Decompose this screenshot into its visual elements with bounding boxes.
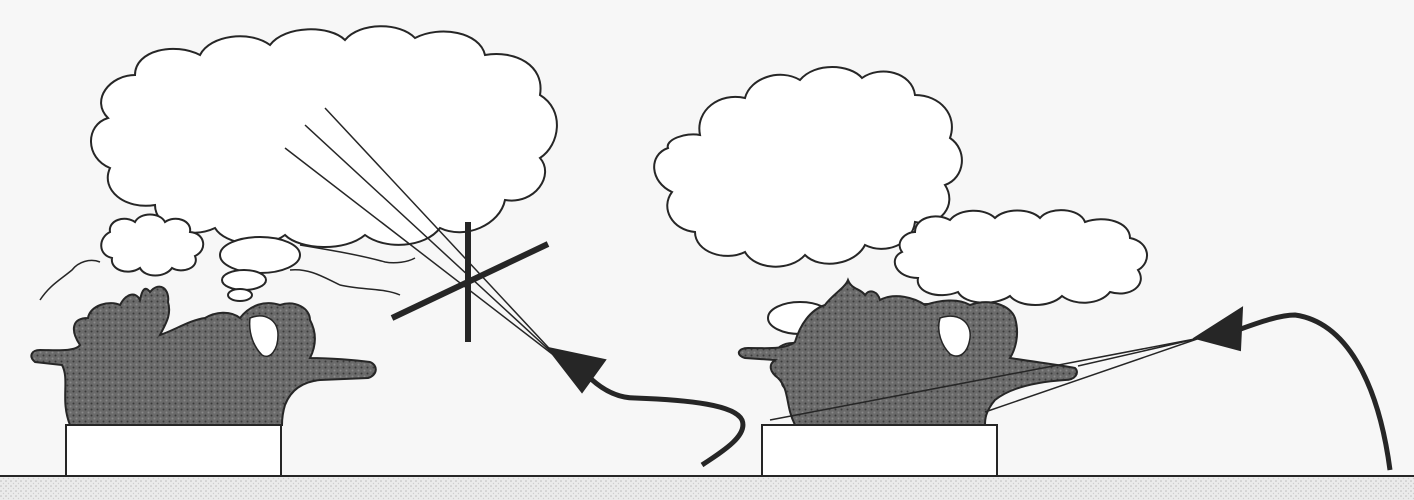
left-wisp-2 bbox=[289, 269, 401, 296]
left-trajectory-line-3 bbox=[324, 107, 561, 361]
right-trajectory-line-1 bbox=[769, 337, 1201, 421]
left-rock-cavity bbox=[248, 315, 279, 357]
left-trajectory-line-1 bbox=[284, 147, 561, 361]
left-rock-mass bbox=[30, 285, 377, 426]
ground-strip bbox=[0, 476, 1414, 500]
left-small-cloud bbox=[100, 213, 205, 277]
left-barrier-diagonal bbox=[390, 241, 550, 321]
right-base-block bbox=[761, 424, 998, 477]
left-bubble-2 bbox=[221, 269, 267, 291]
left-bubble-1 bbox=[219, 236, 301, 274]
right-scene bbox=[653, 66, 1393, 477]
left-large-cloud bbox=[90, 25, 558, 248]
left-trajectory-line-2 bbox=[304, 124, 561, 361]
left-scene bbox=[30, 25, 746, 477]
left-base-block bbox=[65, 424, 282, 477]
left-arrowhead bbox=[545, 346, 607, 394]
left-wisp-3 bbox=[299, 244, 416, 264]
right-medium-cloud bbox=[893, 209, 1148, 306]
right-large-cloud bbox=[653, 66, 963, 268]
right-trajectory-line-2 bbox=[984, 337, 1201, 413]
right-rock-cavity bbox=[938, 315, 971, 357]
right-rock-mass bbox=[737, 277, 1078, 426]
right-trajectory-line-3 bbox=[1077, 337, 1201, 367]
left-arrow-tail bbox=[588, 376, 746, 468]
left-bubble-3 bbox=[227, 288, 253, 302]
right-arrow-tail bbox=[1237, 312, 1393, 471]
left-wisp-1 bbox=[39, 259, 101, 301]
right-arrowhead bbox=[1192, 306, 1244, 352]
